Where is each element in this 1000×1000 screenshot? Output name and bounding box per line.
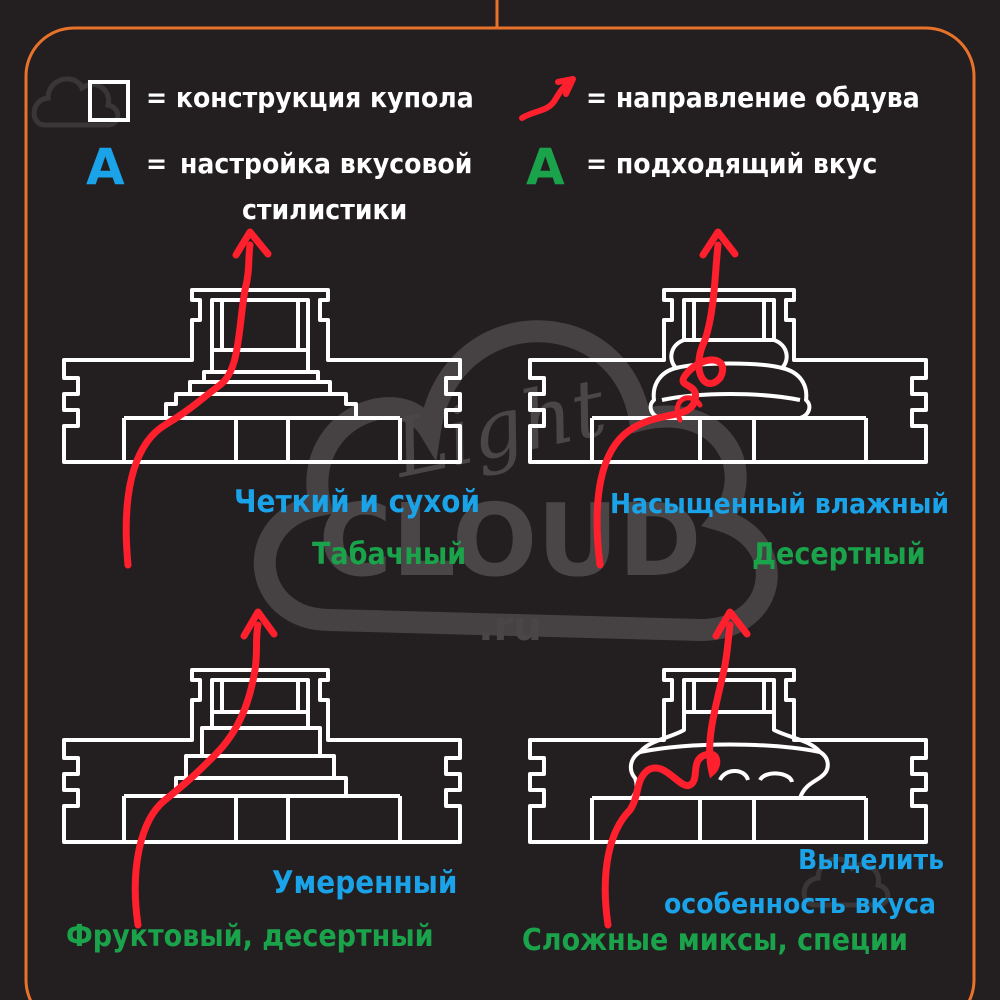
legend-style-text-line1: настройка вкусовой — [180, 147, 473, 180]
airflow-arrowhead-bottom-left — [240, 608, 278, 640]
dome-diagram-top-right — [528, 288, 928, 464]
panel-style-top-right: Насыщенный влажный — [610, 487, 950, 520]
watermark-small-bottom-right — [801, 856, 891, 908]
airflow-swirl-top-right — [675, 395, 703, 423]
legend-taste-letter: A — [526, 138, 565, 196]
legend-style-text-line2: стилистики — [242, 193, 408, 226]
legend-airflow-label: = направление обдува — [586, 84, 920, 112]
airflow-arrow-top-right — [593, 241, 727, 569]
legend-airflow-eq: = — [586, 81, 608, 114]
legend-airflow-text: направление обдува — [615, 81, 920, 114]
dome-diagram-bottom-right — [528, 668, 928, 844]
panel-taste-bottom-right: Сложные миксы, специи — [522, 923, 908, 958]
watermark-small-top-left — [31, 76, 121, 128]
legend-airflow-arrowhead — [555, 76, 576, 97]
dome-diagram-bottom-left — [62, 668, 462, 844]
panel-style-bottom-right-line2: особенность вкуса — [664, 887, 936, 920]
panel-taste-bottom-left: Фруктовый, десертный — [66, 919, 434, 954]
airflow-arrowhead-top-right — [699, 228, 739, 259]
legend-style-eq: = — [146, 147, 168, 180]
airflow-arrowhead-top-left — [232, 228, 272, 259]
legend-taste-label: = подходящий вкус — [586, 150, 877, 178]
legend-taste-eq: = — [586, 147, 608, 180]
airflow-arrow-bottom-right — [601, 621, 734, 929]
legend-dome-text: конструкция купола — [175, 81, 474, 114]
watermark-line1: Light — [383, 360, 614, 496]
panel-style-top-left: Четкий и сухой — [234, 484, 480, 520]
legend-dome-label: = конструкция купола — [146, 84, 474, 112]
watermark-line2: CLOUD — [319, 482, 702, 599]
panel-taste-top-right: Десертный — [752, 537, 926, 572]
dome-diagram-top-left — [62, 288, 462, 464]
legend-dome-eq: = — [146, 81, 168, 114]
legend-style-letter: A — [86, 138, 125, 196]
legend-taste-text: подходящий вкус — [615, 147, 878, 180]
airflow-arrow-top-left — [122, 241, 254, 569]
panel-taste-top-left: Табачный — [312, 537, 467, 572]
panel-style-bottom-right-line1: Выделить — [798, 843, 945, 876]
legend-dome-square — [88, 80, 130, 122]
panel-style-bottom-left: Умеренный — [272, 865, 458, 901]
airflow-arrowhead-bottom-right — [712, 608, 751, 640]
watermark-cloud — [253, 320, 778, 642]
frame-border — [24, 26, 976, 1000]
legend-airflow-arrow — [519, 81, 571, 121]
airflow-arrow-bottom-left — [131, 621, 262, 929]
watermark-line3: .ru — [478, 604, 541, 650]
